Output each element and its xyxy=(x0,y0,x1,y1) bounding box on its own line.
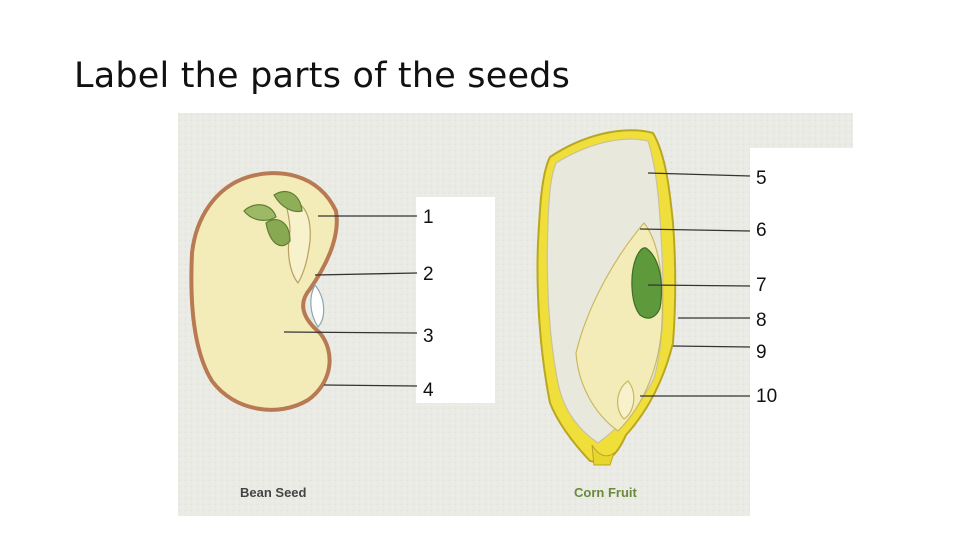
bean-label-2: 2 xyxy=(423,264,434,285)
corn-radicle xyxy=(617,380,635,420)
bean-leader-3 xyxy=(283,331,418,334)
corn-leader-6 xyxy=(639,228,751,232)
corn-leader-7 xyxy=(647,284,751,287)
corn-label-9: 9 xyxy=(756,342,767,363)
bean-plumule-leaf-3 xyxy=(265,219,291,247)
corn-fruit: 5 6 7 8 9 10 Corn Fruit xyxy=(536,129,777,500)
corn-label-10: 10 xyxy=(756,386,777,407)
bean-label-4: 4 xyxy=(423,380,434,401)
corn-label-5: 5 xyxy=(756,168,767,189)
slide-title: Label the parts of the seeds xyxy=(74,56,571,96)
corn-leader-9 xyxy=(672,345,751,348)
bean-seed: 1 2 3 4 Bean Seed xyxy=(189,171,434,500)
corn-label-8: 8 xyxy=(756,310,767,331)
corn-embryo xyxy=(631,247,663,319)
bean-plumule-leaf-1 xyxy=(273,190,303,213)
bean-caption: Bean Seed xyxy=(240,485,307,500)
bean-embryo-axis xyxy=(285,200,311,285)
corn-leader-5 xyxy=(647,172,751,177)
bean-hilum xyxy=(310,283,325,328)
corn-caption: Corn Fruit xyxy=(574,485,637,500)
corn-label-6: 6 xyxy=(756,220,767,241)
bean-plumule-leaf-2 xyxy=(243,204,277,221)
bean-label-box xyxy=(416,197,495,403)
bean-leader-4 xyxy=(323,384,418,387)
seed-diagram: 1 2 3 4 Bean Seed xyxy=(178,113,853,516)
bean-label-3: 3 xyxy=(423,326,434,347)
corn-label-7: 7 xyxy=(756,275,767,296)
corn-label-box xyxy=(750,148,853,516)
bean-label-1: 1 xyxy=(423,207,434,228)
corn-tip-cap xyxy=(591,444,615,466)
bean-leader-2 xyxy=(314,272,418,276)
seed-diagram-svg: 1 2 3 4 Bean Seed xyxy=(178,113,853,516)
